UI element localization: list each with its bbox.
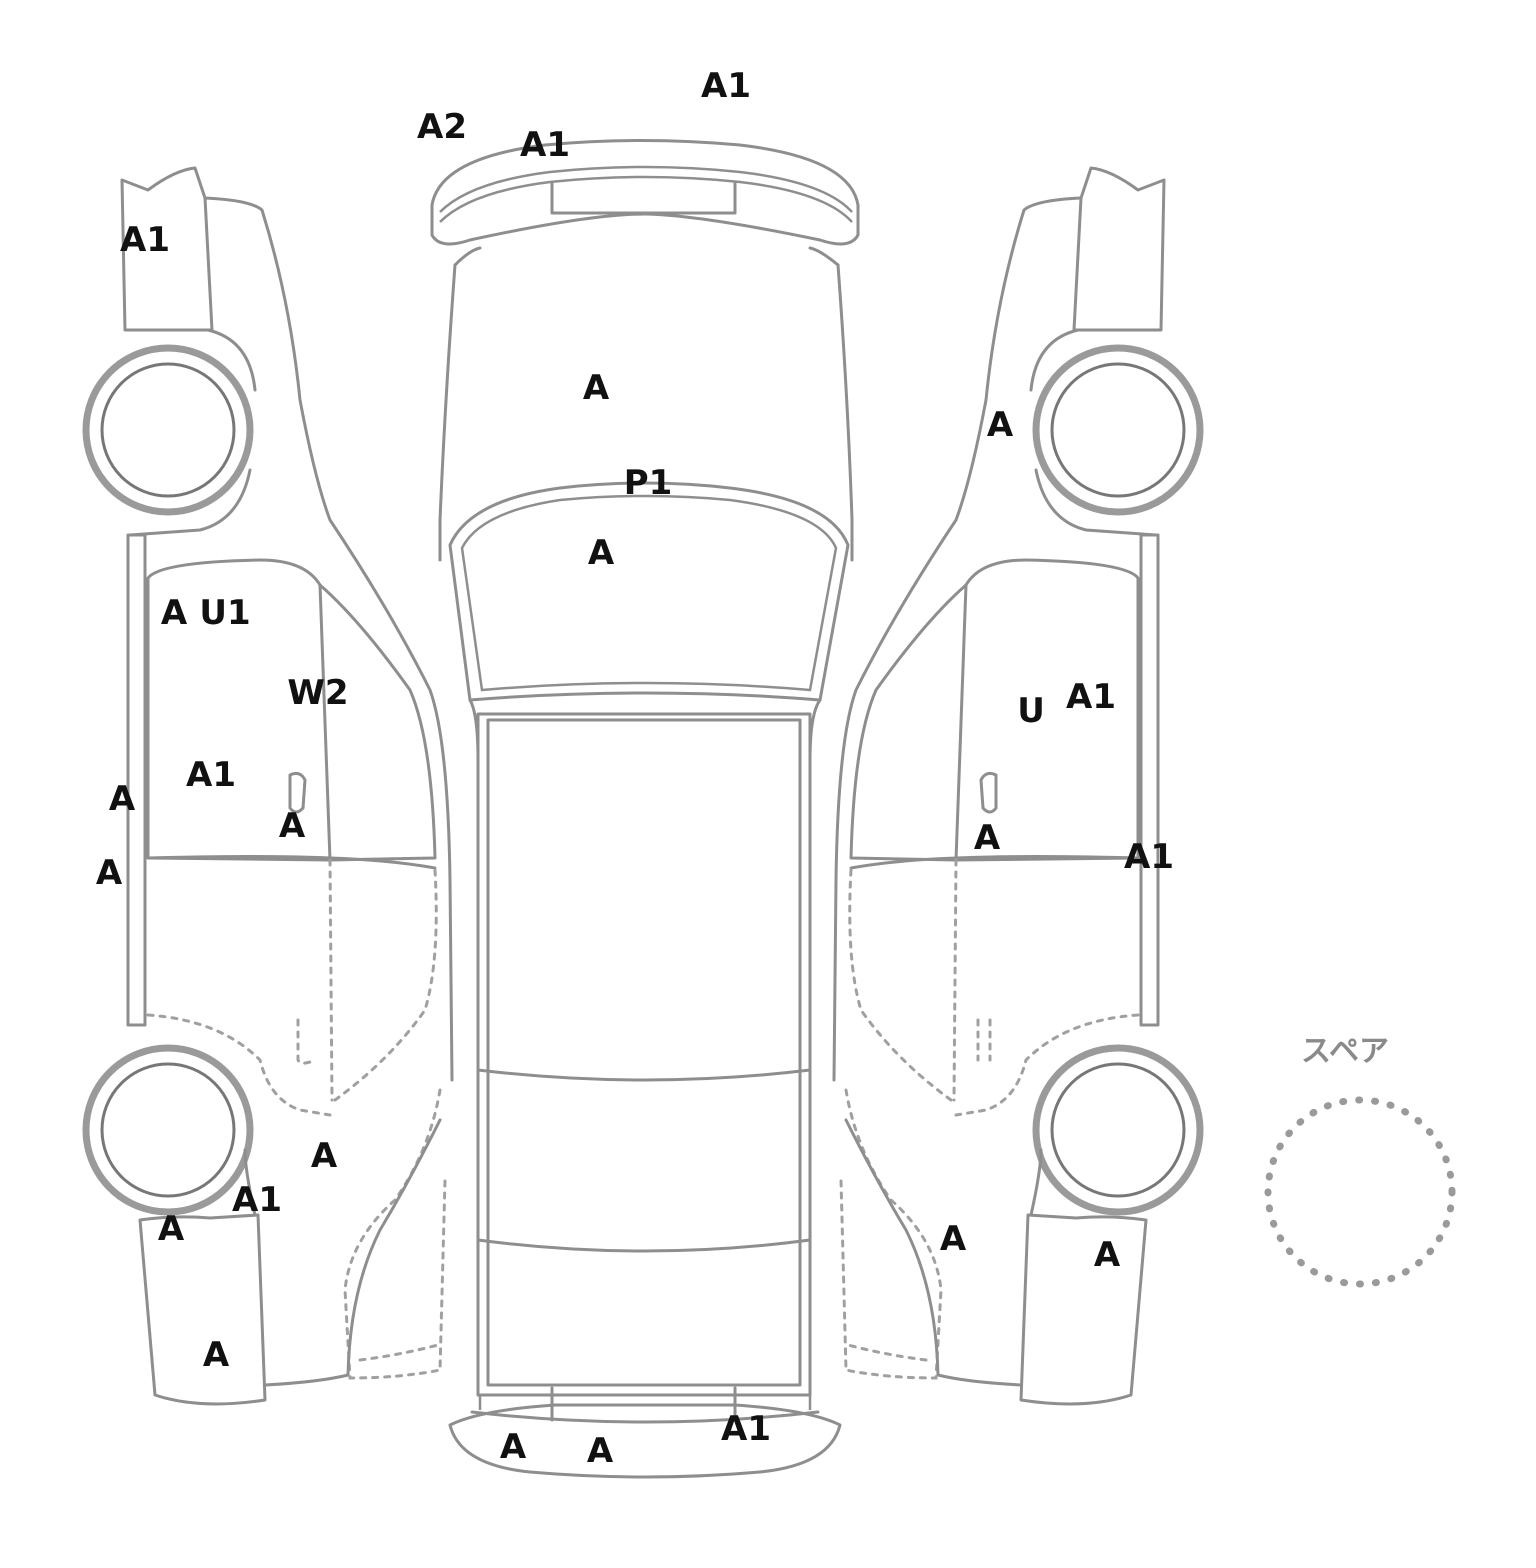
- mark-right-front-fender: A: [1093, 1235, 1121, 1275]
- mark-left-rear-door-upper-u1: U1: [199, 593, 251, 633]
- mark-left-front-fender-a: A: [157, 1209, 185, 1249]
- mark-left-side-sill-lower: A: [95, 853, 123, 893]
- mark-left-rear-door-upper-a: A: [160, 593, 188, 633]
- mark-front-bumper-center: A: [586, 1431, 614, 1471]
- mark-rear-bumper-top: A1: [701, 66, 751, 106]
- mark-rear-bumper-left: A2: [417, 107, 467, 147]
- mark-front-bumper-right: A1: [721, 1409, 771, 1449]
- mark-left-front-door-lower: A: [310, 1136, 338, 1176]
- mark-rear-bumper-mid: A1: [520, 125, 570, 165]
- mark-right-front-door: A: [939, 1219, 967, 1259]
- mark-front-bumper-left: A: [499, 1427, 527, 1467]
- mark-left-rear-quarter: A1: [120, 220, 170, 260]
- mark-right-rear-fender: A: [986, 405, 1014, 445]
- mark-right-side-sill: A1: [1124, 837, 1174, 877]
- mark-left-door-handle: A: [278, 806, 306, 846]
- mark-rear-glass-top: P1: [623, 463, 673, 503]
- mark-left-front-bumper: A: [202, 1335, 230, 1375]
- car-left-side-view: [82, 166, 454, 1406]
- mark-right-rear-door-a1: A1: [1066, 677, 1116, 717]
- car-top-view: [430, 139, 860, 1479]
- mark-trunk-lid: A: [582, 368, 610, 408]
- mark-right-door-handle: A: [973, 818, 1001, 858]
- mark-rear-glass: A: [587, 533, 615, 573]
- mark-left-pillar-w2: W2: [287, 673, 349, 713]
- mark-left-side-sill-upper: A: [108, 779, 136, 819]
- mark-left-rear-door-mid: A1: [186, 755, 236, 795]
- spare-label: スペア: [1301, 1034, 1389, 1069]
- mark-left-front-fender-a1: A1: [232, 1180, 282, 1220]
- car-right-side-view: [832, 166, 1204, 1406]
- mark-right-rear-door-u: U: [1017, 691, 1045, 731]
- spare-tyre-icon: [1264, 1096, 1456, 1288]
